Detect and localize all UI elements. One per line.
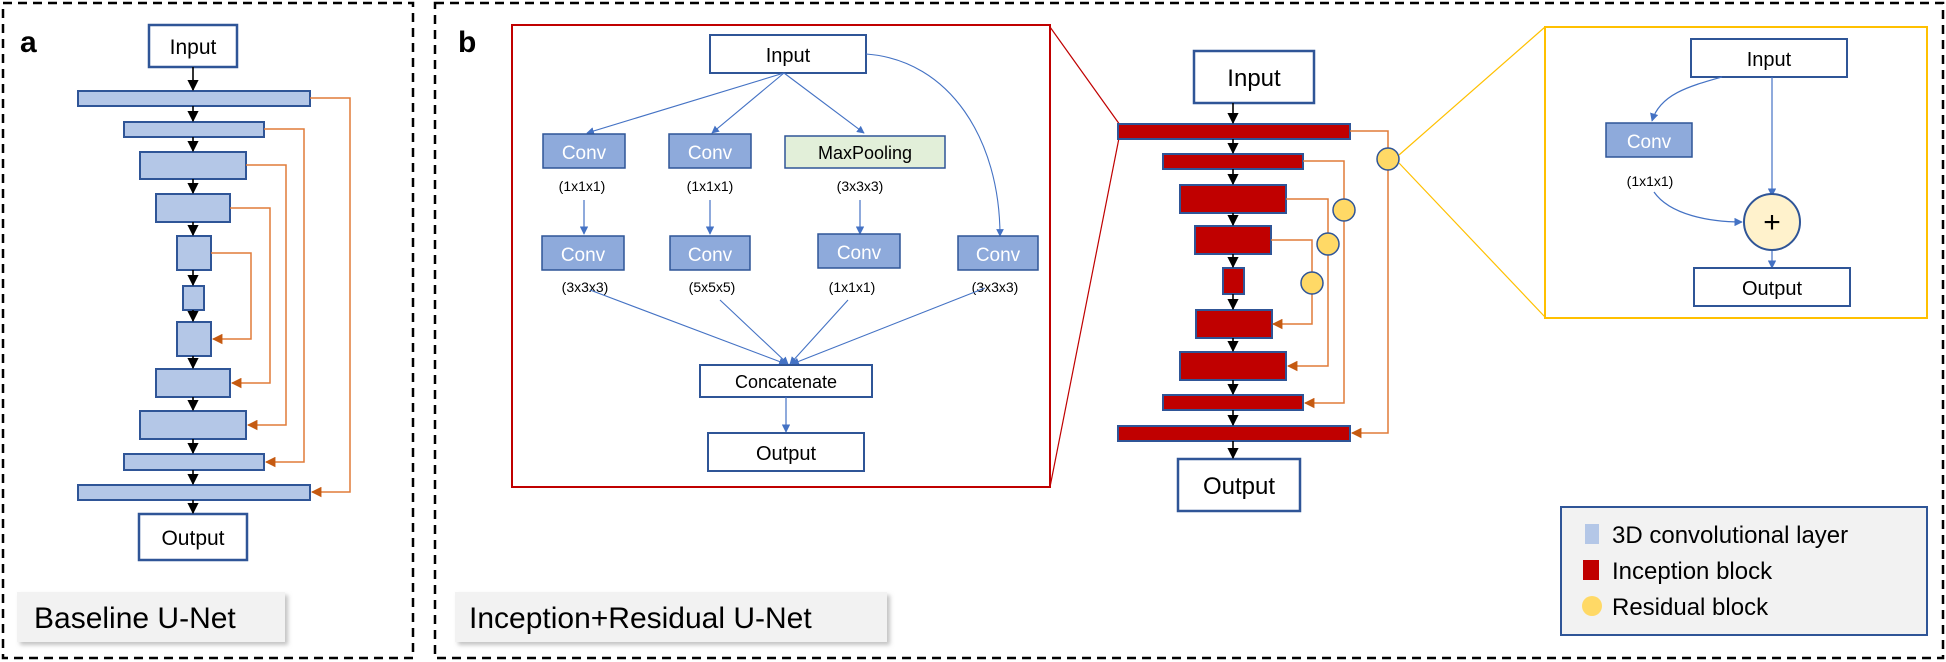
residual-block: [1332, 198, 1356, 222]
inception-conv-5x5: [669, 235, 751, 271]
panel-b-caption-box: [455, 592, 887, 642]
panel-a-input-label: Input: [170, 36, 217, 59]
inception-conv-label: Conv: [837, 243, 882, 264]
residual-add-node: [1743, 193, 1801, 251]
panel-b-frame: [433, 1, 1945, 660]
residual-zoom-lines: [1398, 26, 1546, 318]
legend: 3D convolutional layer Inception block R…: [1560, 506, 1928, 636]
panel-a-conv-layers: [77, 90, 311, 501]
kernel-label: (3x3x3): [837, 178, 884, 194]
kernel-label: (3x3x3): [972, 279, 1019, 295]
inception-input-box: [709, 34, 867, 74]
inception-block: [1117, 425, 1351, 442]
inception-conv-1x1-b: [668, 133, 752, 169]
inception-conv-1x1-c: [817, 233, 901, 269]
inception-conv-3x3-b: [957, 235, 1039, 271]
residual-input-label: Input: [1747, 49, 1792, 71]
inception-input-links: [586, 53, 1004, 237]
residual-input-box: [1690, 38, 1848, 78]
inception-conv-3x3-a: [541, 235, 625, 271]
inception-block: [1179, 351, 1287, 381]
residual-block: [1376, 147, 1400, 171]
panel-b-input-label: Input: [1227, 65, 1281, 92]
inception-block: [1179, 184, 1287, 214]
legend-label: 3D convolutional layer: [1612, 522, 1848, 549]
conv-layer: [176, 235, 212, 271]
kernel-label: (1x1x1): [829, 279, 876, 295]
residual-output-label: Output: [1742, 278, 1802, 300]
panel-b-output-label: Output: [1203, 473, 1275, 500]
conv-layer: [77, 90, 311, 107]
panel-b-caption: Inception+Residual U-Net: [469, 602, 812, 635]
kernel-label: (1x1x1): [559, 178, 606, 194]
conv-layer: [182, 285, 205, 311]
conv-layer: [155, 193, 231, 223]
inception-block: [1117, 123, 1351, 140]
residual-conv-label: Conv: [1627, 132, 1672, 153]
panel-a-output-box: [137, 512, 249, 562]
conv-layer: [139, 151, 247, 180]
inception-block: [1194, 225, 1272, 255]
inception-block: [1162, 153, 1304, 170]
legend-swatch-conv: [1585, 524, 1599, 544]
conv-layer: [77, 484, 311, 501]
legend-swatch-inception: [1583, 560, 1599, 580]
inception-concatenate-box: [699, 364, 873, 398]
panel-a-caption: Baseline U-Net: [34, 602, 236, 635]
panel-a-skip-connections: [211, 97, 351, 498]
panel-b-input-box: [1192, 49, 1316, 105]
inception-block: [1195, 309, 1273, 339]
legend-swatch-residual: [1582, 596, 1602, 616]
inception-conv-label: Conv: [976, 245, 1021, 266]
inception-conv-label: Conv: [688, 245, 733, 266]
inception-concatenate-label: Concatenate: [735, 372, 837, 392]
inception-maxpool-box: [784, 135, 946, 169]
kernel-label: (1x1x1): [687, 178, 734, 194]
panel-b-residual-blocks: [1300, 147, 1400, 295]
inception-output-box: [707, 432, 865, 472]
residual-block: [1300, 271, 1324, 295]
panel-a-frame: [1, 1, 415, 660]
inception-output-label: Output: [756, 443, 816, 465]
legend-box: [1560, 506, 1928, 636]
residual-block: [1316, 232, 1340, 256]
inception-block: [1222, 267, 1245, 295]
panel-b-output-box: [1176, 457, 1302, 513]
kernel-label: (5x5x5): [689, 279, 736, 295]
inception-conv-1x1-a: [542, 133, 626, 169]
conv-layer: [139, 410, 247, 440]
panel-a-letter: a: [20, 26, 37, 59]
inception-block: [1162, 394, 1304, 411]
inception-conv-label: Conv: [688, 143, 733, 164]
kernel-label: (3x3x3): [562, 279, 609, 295]
conv-layer: [123, 453, 265, 471]
conv-layer: [176, 321, 212, 357]
plus-icon: +: [1763, 206, 1781, 239]
inception-input-label: Input: [766, 45, 811, 67]
residual-output-box: [1693, 267, 1851, 307]
inception-conv-label: Conv: [562, 143, 607, 164]
panel-a-output-label: Output: [161, 527, 224, 550]
panel-b-letter: b: [458, 26, 476, 59]
panel-a-input-box: [147, 23, 239, 69]
panel-a-caption-box: [17, 592, 285, 642]
inception-maxpool-label: MaxPooling: [818, 143, 912, 163]
panel-b-skip-connections: [1271, 130, 1389, 439]
residual-links: [1650, 76, 1777, 269]
panel-b-inception-blocks: [1117, 123, 1351, 442]
conv-layer: [155, 368, 231, 398]
inception-conv-label: Conv: [561, 245, 606, 266]
legend-label: Inception block: [1612, 558, 1773, 585]
inception-concat-links: [589, 287, 986, 366]
residual-conv-box: [1605, 122, 1693, 158]
inception-row-links: [579, 200, 865, 235]
legend-label: Residual block: [1612, 594, 1769, 621]
inception-zoom-lines: [1049, 26, 1121, 488]
residual-kernel-label: (1x1x1): [1627, 173, 1674, 189]
conv-layer: [123, 121, 265, 138]
